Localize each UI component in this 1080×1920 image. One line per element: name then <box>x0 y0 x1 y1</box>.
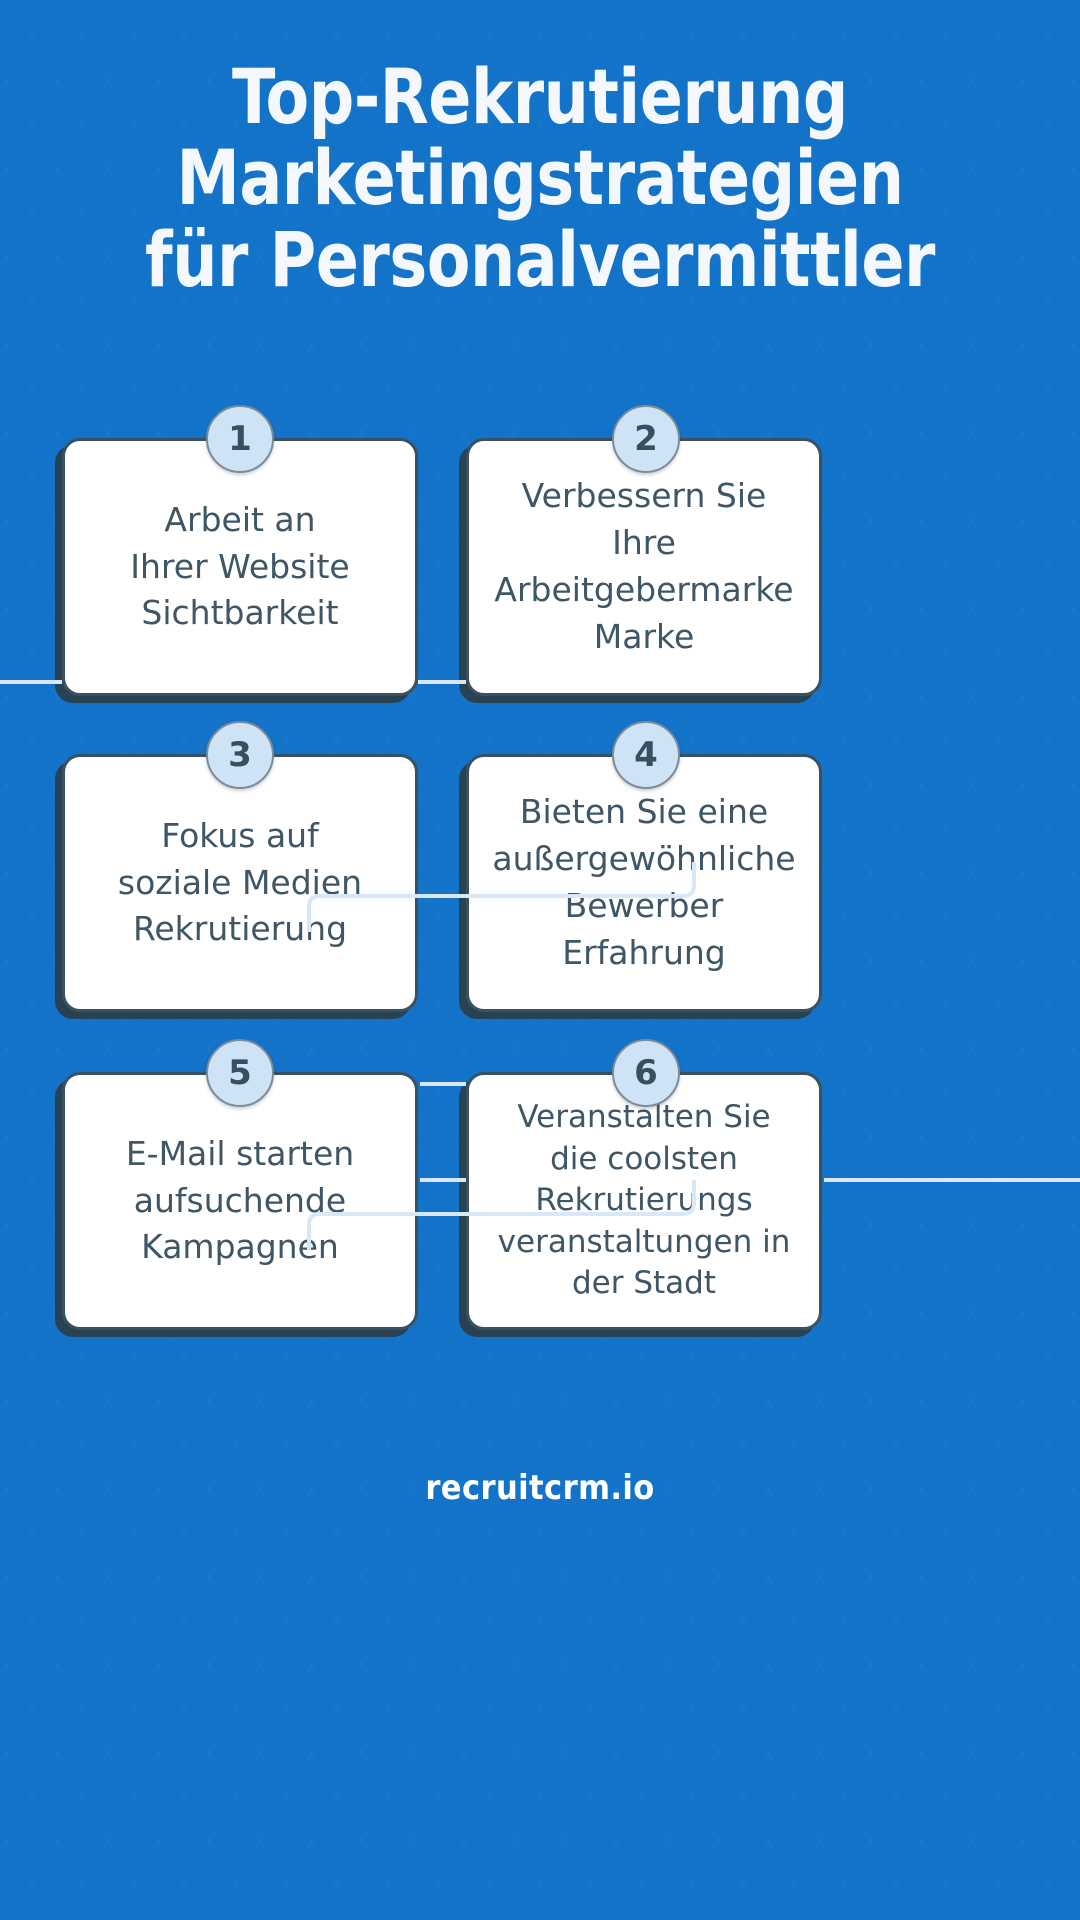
step-badge-3: 3 <box>206 721 274 789</box>
step-card-3[interactable]: Fokus auf soziale Medien Rekrutierung <box>62 754 418 1012</box>
step-badge-1: 1 <box>206 405 274 473</box>
step-badge-6-number: 6 <box>634 1053 658 1093</box>
brand-name[interactable]: recruitcrm.io <box>425 1468 655 1508</box>
step-card-3-text: Fokus auf soziale Medien Rekrutierung <box>117 815 363 949</box>
step-card-1-text: Arbeit an Ihrer Website Sichtbarkeit <box>130 499 350 633</box>
step-card-6[interactable]: Veranstalten Sie die coolsten Rekrutieru… <box>466 1072 822 1330</box>
title-line-2: Marketingstrategien <box>176 133 904 223</box>
step-card-6-text: Veranstalten Sie die coolsten Rekrutieru… <box>497 1099 791 1302</box>
title-line-1: Top-Rekrutierung <box>232 52 848 141</box>
step-card-1[interactable]: Arbeit an Ihrer Website Sichtbarkeit <box>62 438 418 696</box>
step-card-5-text: E-Mail starten aufsuchende Kampagnen <box>125 1133 355 1267</box>
step-badge-4: 4 <box>612 721 680 789</box>
step-card-4-text: Bieten Sie eine außergewöhnliche Bewerbe… <box>492 792 796 972</box>
title-line-3: für Personalvermittler <box>145 214 935 304</box>
page-title: Top-Rekrutierung Marketingstrategien für… <box>0 56 1080 300</box>
step-card-2[interactable]: Verbessern Sie Ihre Arbeitgebermarke Mar… <box>466 438 822 696</box>
steps-flow: Arbeit an Ihrer Website Sichtbarkeit 1 V… <box>0 405 1080 1420</box>
step-badge-1-number: 1 <box>228 419 252 459</box>
step-badge-2: 2 <box>612 405 680 473</box>
footer: recruitcrm.io <box>0 1468 1080 1508</box>
step-card-5[interactable]: E-Mail starten aufsuchende Kampagnen <box>62 1072 418 1330</box>
step-badge-5-number: 5 <box>228 1053 252 1093</box>
step-card-2-text: Verbessern Sie Ihre Arbeitgebermarke Mar… <box>494 476 794 656</box>
step-card-4[interactable]: Bieten Sie eine außergewöhnliche Bewerbe… <box>466 754 822 1012</box>
step-badge-6: 6 <box>612 1039 680 1107</box>
step-badge-4-number: 4 <box>634 735 658 775</box>
step-badge-2-number: 2 <box>634 419 658 459</box>
step-badge-5: 5 <box>206 1039 274 1107</box>
step-badge-3-number: 3 <box>228 735 252 775</box>
